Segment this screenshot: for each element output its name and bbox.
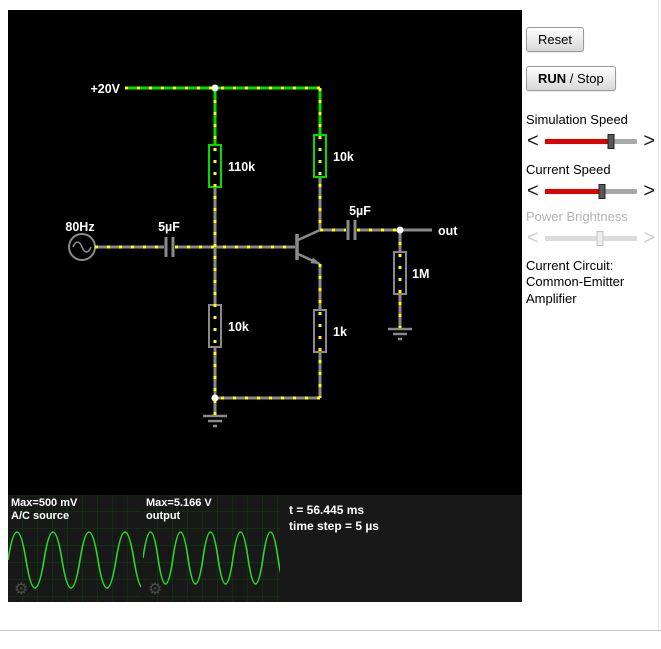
out-label: out <box>438 224 458 238</box>
scope-input[interactable] <box>8 495 141 602</box>
scope-settings-gear-icon[interactable]: ⚙ <box>148 581 163 598</box>
source-frequency-label: 80Hz <box>65 220 94 234</box>
capacitor-value-label: 5µF <box>349 204 371 218</box>
top-rail-wire[interactable] <box>125 86 322 145</box>
sine-wave-icon <box>72 241 92 253</box>
power-brightness-slider: < > <box>526 227 656 249</box>
page-right-edge <box>658 0 659 630</box>
transistor-npn[interactable] <box>295 228 321 266</box>
resistor-value-label: 1M <box>412 267 429 281</box>
resistor-value-label: 10k <box>333 150 354 164</box>
capacitor-input[interactable]: 5µF <box>158 220 180 257</box>
current-flow-dots <box>95 86 402 415</box>
resistor-value-label: 110k <box>228 160 255 174</box>
slider-thumb[interactable] <box>598 183 606 199</box>
resistor-value-label: 10k <box>228 320 249 334</box>
scope-area: Max=500 mV A/C source Max=5.166 V output… <box>8 495 522 602</box>
junction-dot <box>211 394 219 402</box>
sim-timestep-readout: time step = 5 µs <box>289 519 379 533</box>
ground-symbol-right[interactable] <box>388 327 412 341</box>
power-brightness-label: Power Brightness <box>526 209 628 224</box>
scope-input-max-label: Max=500 mV <box>11 497 78 509</box>
slider-decrease-arrow: < <box>527 227 539 249</box>
emitter-arrow <box>310 257 320 264</box>
circuit-canvas[interactable]: +20V 110k <box>8 10 522 602</box>
junction-dot <box>396 226 404 234</box>
run-label: RUN <box>538 71 567 86</box>
resistor-body <box>208 144 222 188</box>
slider-decrease-arrow[interactable]: < <box>527 130 539 152</box>
resistor-10k-collector[interactable]: 10k <box>313 134 354 178</box>
slider-fill <box>544 235 601 241</box>
current-speed-slider[interactable]: < > <box>526 180 656 202</box>
resistor-body <box>393 251 407 295</box>
slider-increase-arrow[interactable]: > <box>643 130 655 152</box>
current-circuit-label: Current Circuit: <box>526 258 614 273</box>
simulation-speed-label: Simulation Speed <box>526 112 628 127</box>
sim-time-readout: t = 56.445 ms <box>289 503 365 517</box>
resistor-1m-load[interactable]: 1M <box>393 251 429 295</box>
slider-increase-arrow: > <box>643 227 655 249</box>
resistor-value-label: 1k <box>333 325 347 339</box>
resistor-110k[interactable]: 110k <box>208 144 255 188</box>
scope-input-name-label: A/C source <box>11 510 70 522</box>
slider-thumb[interactable] <box>607 133 615 149</box>
capacitor-value-label: 5µF <box>158 220 180 234</box>
scope-output[interactable] <box>143 495 280 602</box>
slider-track[interactable] <box>544 183 638 199</box>
slider-fill <box>544 138 612 144</box>
junction-dot <box>211 84 219 92</box>
slider-increase-arrow[interactable]: > <box>643 180 655 202</box>
scope-output-max-label: Max=5.166 V <box>146 497 212 509</box>
resistor-1k-emitter[interactable]: 1k <box>313 309 347 353</box>
ground-symbol-left[interactable] <box>203 414 227 428</box>
slider-decrease-arrow[interactable]: < <box>527 180 539 202</box>
slider-thumb <box>596 230 604 246</box>
vcc-label: +20V <box>90 82 120 96</box>
ac-source[interactable]: 80Hz <box>65 220 96 261</box>
run-stop-button[interactable]: RUN / Stop <box>526 66 616 91</box>
slider-fill <box>544 188 603 194</box>
simulation-speed-slider[interactable]: < > <box>526 130 656 152</box>
slider-track <box>544 230 638 246</box>
stop-label: / Stop <box>566 71 604 86</box>
circuit-drawing[interactable]: +20V 110k <box>8 10 522 495</box>
resistor-body <box>313 134 327 178</box>
scope-trace <box>8 531 141 589</box>
slider-track[interactable] <box>544 133 638 149</box>
scope-settings-gear-icon[interactable]: ⚙ <box>14 581 29 598</box>
current-speed-label: Current Speed <box>526 162 611 177</box>
circuit-name: Common-Emitter Amplifier <box>526 274 625 306</box>
page-divider <box>0 630 661 631</box>
scope-output-name-label: output <box>146 510 181 522</box>
scope-trace <box>143 531 280 585</box>
transistor-collector <box>297 228 321 242</box>
reset-button[interactable]: Reset <box>526 27 584 52</box>
capacitor-output[interactable]: 5µF <box>346 204 371 240</box>
resistor-body <box>313 309 327 353</box>
controls-sidebar: Reset RUN / Stop Simulation Speed < > Cu… <box>526 10 656 307</box>
circuit-wires[interactable] <box>95 177 432 415</box>
